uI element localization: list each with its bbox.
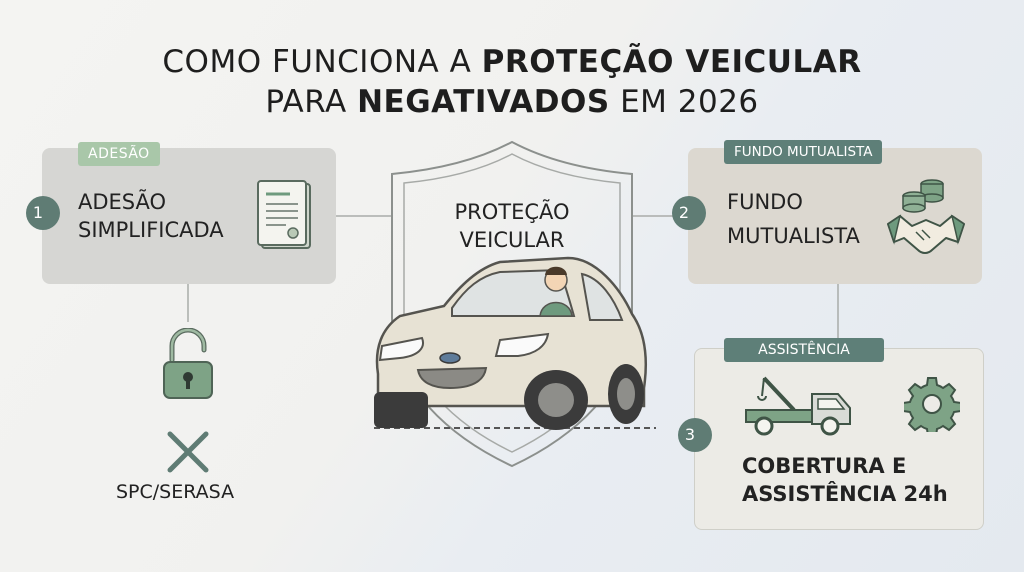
step-3-number: 3 [678, 418, 712, 452]
step-assistencia-text-2: ASSISTÊNCIA 24h [742, 482, 948, 506]
unlocked-padlock-icon [163, 328, 213, 399]
step-1-number: 1 [26, 196, 60, 230]
step-fundo-text-1: FUNDO [727, 190, 803, 214]
handshake-coins-icon [887, 179, 965, 254]
center-text-2: VEICULAR [459, 228, 565, 252]
step-assistencia-tag: ASSISTÊNCIA [724, 338, 884, 362]
document-icon [257, 180, 311, 249]
step-adesao-text-2: SIMPLIFICADA [78, 218, 224, 242]
gear-icon [904, 377, 960, 432]
title-line-2: PARA NEGATIVADOS EM 2026 [265, 84, 759, 120]
title-line-1: COMO FUNCIONA A PROTEÇÃO VEICULAR [162, 44, 862, 80]
step-assistencia-text-1: COBERTURA E [742, 454, 907, 478]
step-2-number: 2 [672, 196, 706, 230]
step-fundo-tag: FUNDO MUTUALISTA [724, 140, 883, 164]
shield-car-icon [374, 140, 656, 468]
spc-serasa-label: SPC/SERASA [116, 481, 235, 503]
tow-truck-icon [745, 376, 851, 436]
page-title: COMO FUNCIONA A PROTEÇÃO VEICULAR PARA N… [0, 42, 1024, 122]
step-adesao-tag: ADESÃO [78, 142, 160, 166]
step-fundo-text-2: MUTUALISTA [727, 224, 860, 248]
center-text-1: PROTEÇÃO [454, 200, 570, 224]
step-adesao-text-1: ADESÃO [78, 190, 167, 214]
step-fundo-card [688, 148, 982, 284]
cross-icon [167, 431, 209, 473]
